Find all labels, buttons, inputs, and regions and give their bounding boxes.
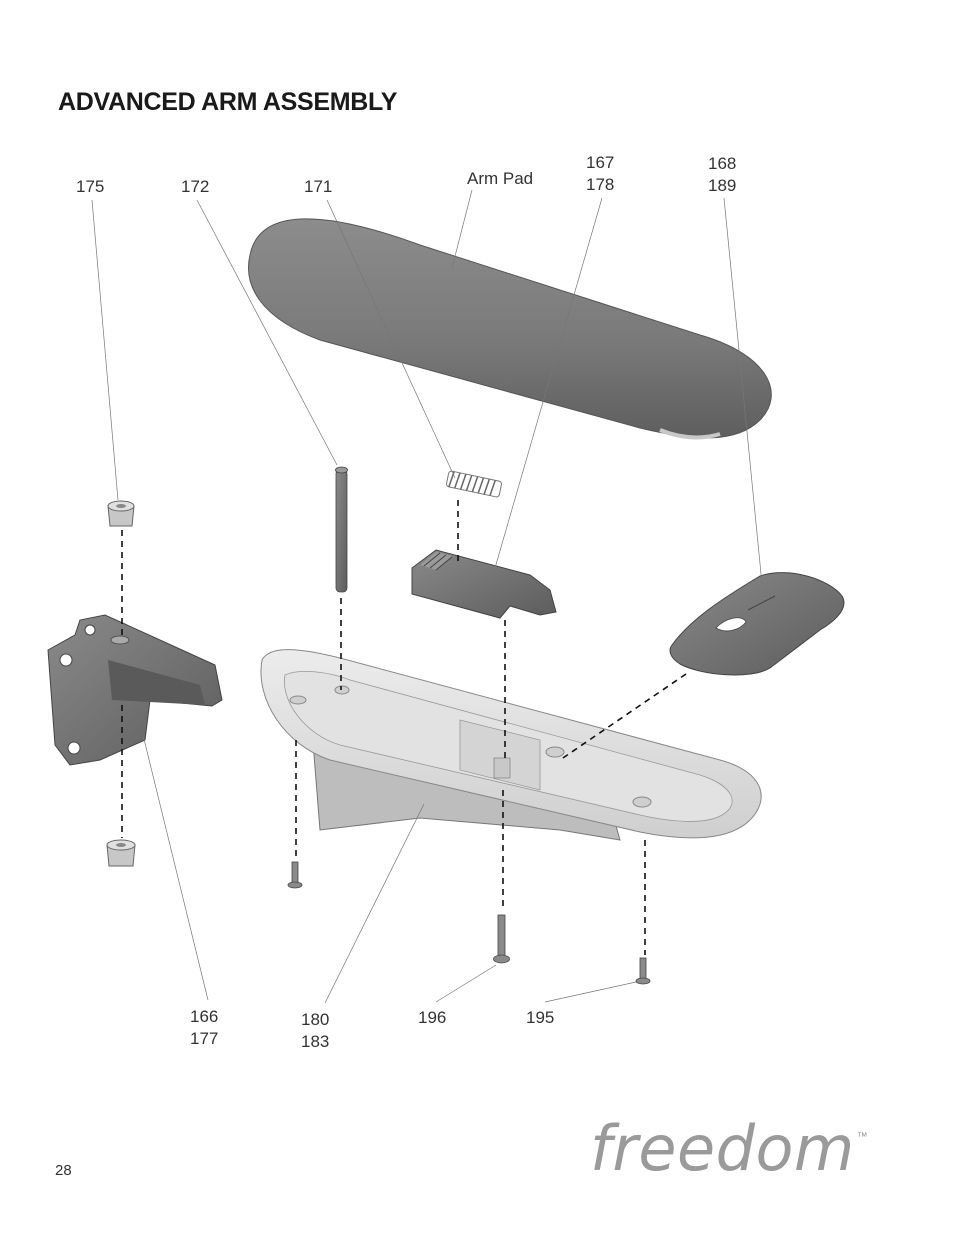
screw-195-part (635, 957, 651, 985)
callout-168-189: 168 189 (708, 154, 737, 195)
spring-171-part (445, 470, 503, 498)
base-180-183-part (260, 649, 762, 841)
trademark-symbol: ™ (856, 1130, 869, 1143)
leader-lines (91, 189, 763, 1004)
callout-180-183: 180 183 (301, 1010, 330, 1051)
page-number: 28 (55, 1162, 72, 1179)
brand-name: freedom (590, 1112, 855, 1185)
arm-pad-part (248, 218, 772, 440)
bracket-166-177-part (47, 614, 223, 766)
page-title: ADVANCED ARM ASSEMBLY (58, 88, 398, 116)
callout-arm-pad: Arm Pad (467, 169, 534, 188)
screw-196-part (493, 914, 510, 964)
callout-167-178: 167 178 (586, 153, 615, 194)
plate-168-189-part (669, 572, 845, 676)
slider-167-178-part (411, 549, 557, 619)
callout-195: 195 (526, 1008, 555, 1027)
callout-175: 175 (76, 177, 105, 196)
callout-196: 196 (418, 1008, 447, 1027)
pin-172-part (335, 466, 348, 593)
bushing-175-bottom-part (106, 839, 136, 867)
bushing-175-top-part (107, 500, 135, 527)
assembly-dashed-lines (121, 500, 687, 955)
callout-171: 171 (304, 177, 333, 196)
screw-left-part (287, 861, 303, 889)
callout-172: 172 (181, 177, 210, 196)
callout-166-177: 166 177 (190, 1007, 219, 1048)
